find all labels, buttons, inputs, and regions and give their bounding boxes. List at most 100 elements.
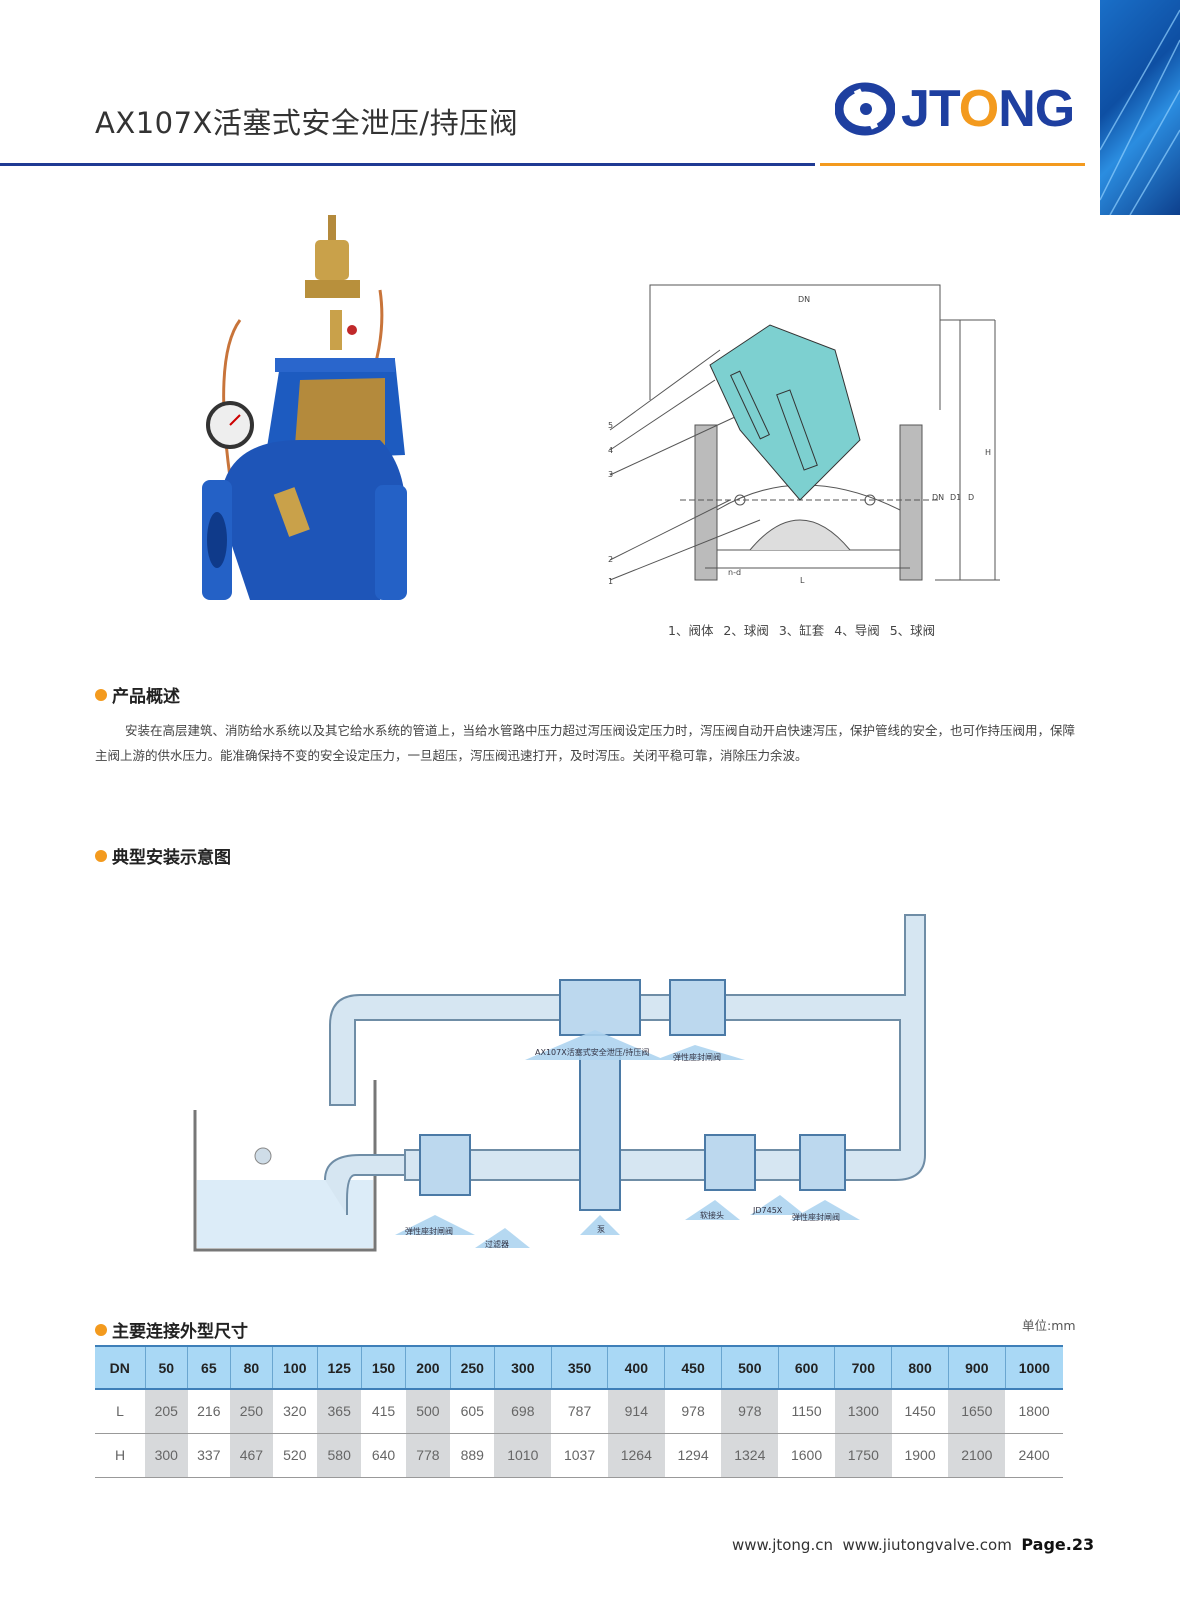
header-cell: 400 (607, 1345, 665, 1390)
table-cell: 467 (230, 1433, 273, 1478)
footer: www.jtong.cn www.jiutongvalve.com Page.2… (732, 1535, 1094, 1554)
label-pump: 泵 (597, 1225, 605, 1234)
dim-h: H (985, 448, 991, 457)
table-cell: 1264 (607, 1433, 665, 1478)
table-cell: 320 (272, 1389, 317, 1434)
page-number: Page.23 (1021, 1535, 1095, 1554)
header-cell: 350 (550, 1345, 608, 1390)
table-cell: 2100 (948, 1433, 1006, 1478)
footer-site-2: www.jiutongvalve.com (842, 1536, 1012, 1554)
table-cell: 978 (721, 1389, 779, 1434)
table-cell: 1450 (891, 1389, 949, 1434)
header-cell: 1000 (1004, 1345, 1063, 1390)
label-filter: 过滤器 (485, 1239, 509, 1249)
table-cell: 605 (450, 1389, 495, 1434)
header-cell: 150 (360, 1345, 406, 1390)
header-cell: 800 (891, 1345, 949, 1390)
table-cell: 250 (230, 1389, 273, 1434)
header-cell: 250 (449, 1345, 495, 1390)
table-cell: 1800 (1005, 1389, 1063, 1434)
callout-5: 5 (608, 421, 613, 430)
header-cell: 500 (720, 1345, 779, 1390)
table-cell: 1150 (778, 1389, 835, 1434)
table-cell: 889 (450, 1433, 495, 1478)
table-cell: 216 (187, 1389, 231, 1434)
bullet-icon (95, 1323, 107, 1336)
table-cell: 1294 (664, 1433, 722, 1478)
table-cell: 914 (607, 1389, 665, 1434)
table-cell: 787 (551, 1389, 608, 1434)
header-cell: 50 (144, 1345, 188, 1390)
table-cell: 337 (187, 1433, 231, 1478)
dim-d1: D1 (950, 493, 961, 502)
corner-decoration (1100, 0, 1180, 215)
technical-drawing: 5 4 3 2 1 DN H D D1 DN L n-d (608, 284, 1000, 586)
table-cell: 1900 (891, 1433, 949, 1478)
table-cell: 778 (405, 1433, 451, 1478)
header-cell: 65 (187, 1345, 231, 1390)
dim-l: L (800, 576, 805, 585)
table-cell: 2400 (1005, 1433, 1063, 1478)
header-cell: DN (95, 1345, 145, 1390)
label-check-valve: JD745X (752, 1206, 783, 1215)
table-cell: 365 (317, 1389, 362, 1434)
table-cell: L (95, 1389, 145, 1434)
table-cell: 1037 (551, 1433, 608, 1478)
section-install-heading: 典型安装示意图 (95, 843, 231, 868)
header-cell: 300 (493, 1345, 552, 1390)
dim-dn-top: DN (798, 295, 810, 304)
header-accent-rule (820, 163, 1085, 166)
header-rule (0, 163, 815, 166)
table-cell: 1750 (834, 1433, 892, 1478)
header-cell: 200 (405, 1345, 451, 1390)
label-gate-left: 弹性座封闸阀 (405, 1226, 453, 1236)
table-cell: 1600 (778, 1433, 835, 1478)
label-gate-right: 弹性座封闸阀 (792, 1212, 840, 1222)
table-cell: 1300 (834, 1389, 892, 1434)
table-cell: 640 (361, 1433, 406, 1478)
unit-label: 单位:mm (1022, 1318, 1076, 1334)
table-cell: 1324 (721, 1433, 779, 1478)
dim-dn: DN (932, 493, 944, 502)
table-cell: 415 (361, 1389, 406, 1434)
callout-3: 3 (608, 470, 613, 479)
header-cell: 100 (272, 1345, 317, 1390)
table-cell: H (95, 1433, 145, 1478)
table-cell: 1650 (948, 1389, 1006, 1434)
table-cell: 300 (145, 1433, 188, 1478)
label-main-valve: AX107X活塞式安全泄压/持压阀 (535, 1047, 649, 1057)
logo-icon (835, 82, 895, 136)
callout-4: 4 (608, 446, 613, 455)
callout-2: 2 (608, 555, 613, 564)
brand-logo: JTONG (835, 78, 1075, 140)
overview-text: 安装在高层建筑、消防给水系统以及其它给水系统的管道上，当给水管路中压力超过泻压阀… (95, 723, 1076, 763)
table-cell: 978 (664, 1389, 722, 1434)
table-cell: 500 (405, 1389, 451, 1434)
section-dimensions-heading: 主要连接外型尺寸 (95, 1317, 248, 1342)
header-cell: 600 (777, 1345, 835, 1390)
table-cell: 520 (272, 1433, 317, 1478)
label-soft-joint: 软接头 (700, 1210, 724, 1220)
callout-1: 1 (608, 577, 613, 586)
header-cell: 900 (947, 1345, 1006, 1390)
page-title: AX107X活塞式安全泄压/持压阀 (95, 106, 519, 140)
header-cell: 80 (229, 1345, 273, 1390)
footer-site-1: www.jtong.cn (732, 1536, 833, 1554)
dim-nd: n-d (728, 568, 741, 577)
product-photo (202, 215, 407, 600)
installation-diagram: AX107X活塞式安全泄压/持压阀 弹性座封闸阀 弹性座封闸阀 过滤器 泵 软接… (193, 914, 926, 1252)
drawing-caption: 1、阀体 2、球阀 3、缸套 4、导阀 5、球阀 (668, 623, 936, 638)
table-cell: 1010 (494, 1433, 552, 1478)
table-cell: 698 (494, 1389, 552, 1434)
bullet-icon (95, 849, 107, 862)
table-cell: 205 (145, 1389, 188, 1434)
header-cell: 450 (664, 1345, 722, 1390)
header-cell: 125 (316, 1345, 362, 1390)
bullet-icon (95, 688, 107, 701)
header-cell: 700 (834, 1345, 892, 1390)
table-cell: 580 (317, 1433, 362, 1478)
